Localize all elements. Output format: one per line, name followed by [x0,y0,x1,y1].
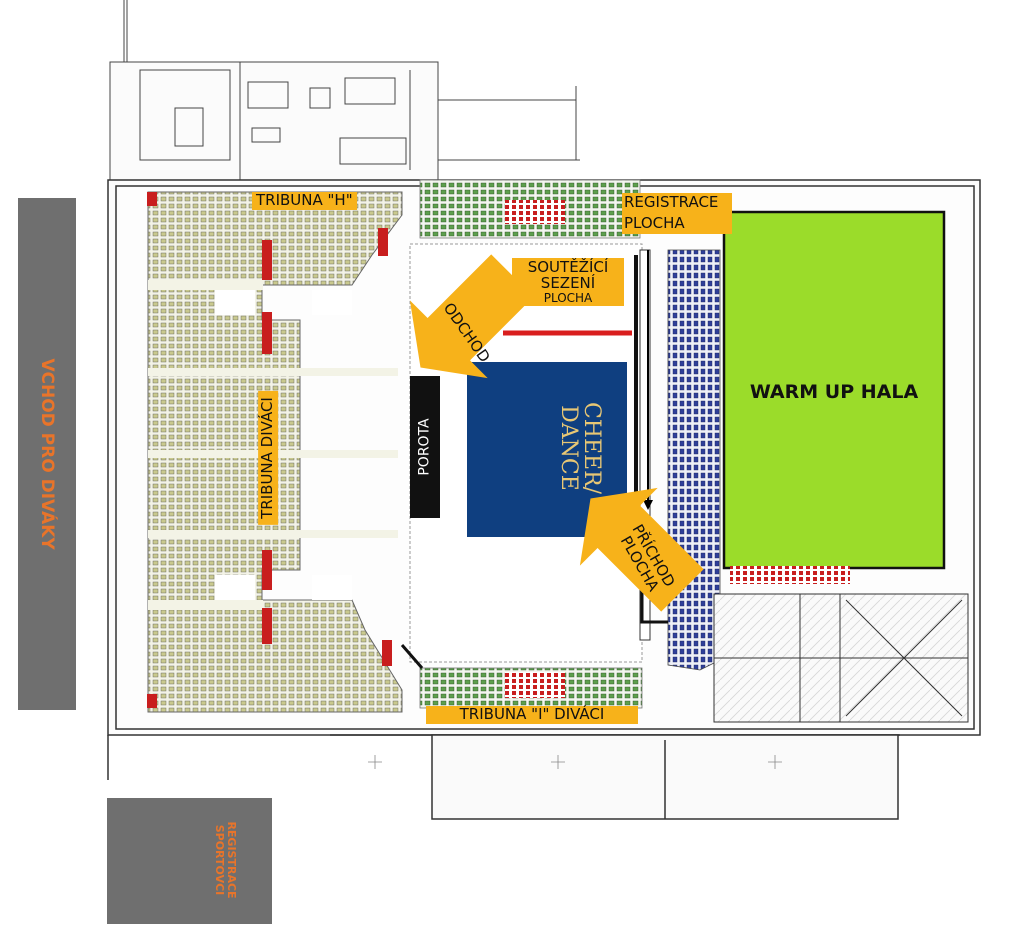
competitors-seating-line3: PLOCHA [543,290,593,305]
exit-arrow [409,254,534,379]
tribune-h-label: TRIBUNA "H" [252,192,357,210]
tribune-divaci-label: TRIBUNA DIVÁCI [258,391,278,525]
registration-floor-line2: PLOCHA [624,213,685,232]
jury-label: POROTA [416,418,433,476]
floor-line2: DANCE [556,405,581,491]
registration-floor-label: REGISTRACE PLOCHA [622,193,732,234]
service-building [109,0,580,183]
arrival-arrow [579,487,704,612]
barriers [400,255,668,669]
warmup-red-seats [730,566,850,584]
floor-label: CHEER/ DANCE [556,401,605,495]
building-crosses [368,755,782,769]
tribune-i-green [419,667,643,709]
competitors-seating-line1: SOUTĚŽÍCÍ [527,258,609,276]
tribune-i-label: TRIBUNA "I" DIVÁCI [426,706,638,724]
warmup-hall [722,210,946,570]
right-rooms [713,593,969,723]
competitors-seating-line2: SEZENÍ [540,273,596,292]
competitors-seating-label: SOUTĚŽÍCÍ SEZENÍ PLOCHA [512,258,624,307]
registration-block [107,798,272,924]
athlete-registration-label: REGISTRACE SPORTOVCI [213,821,239,899]
entrance-label: VCHOD PRO DIVÁKY [37,358,57,550]
registration-floor-line1: REGISTRACE [624,193,719,211]
floor-line1: CHEER/ [579,401,605,495]
tribune-top-green [419,179,641,239]
entrance-block [18,198,76,710]
warmup-label: WARM UP HALA [749,381,919,403]
porota-table [410,376,440,518]
